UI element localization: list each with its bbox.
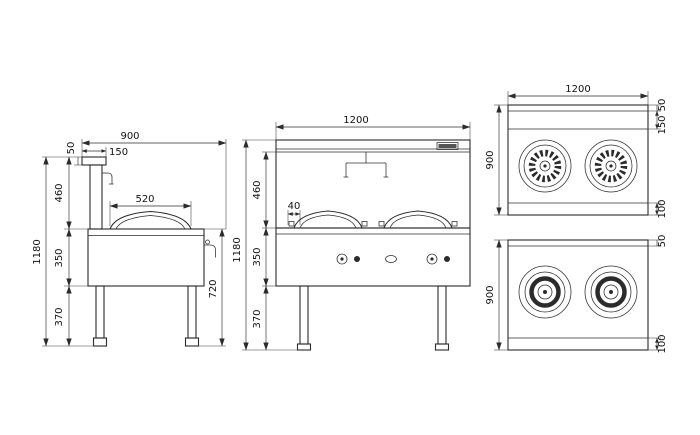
leg [437, 285, 447, 345]
leg [299, 285, 309, 345]
wok-right [383, 210, 453, 229]
burner-head-right [584, 265, 638, 319]
dim-label-width: 1200 [343, 115, 368, 126]
adjustable-foot [92, 337, 108, 347]
plan-outline [507, 104, 649, 216]
dim-label-width: 1200 [565, 84, 590, 95]
brand-plate-label [438, 144, 457, 148]
side-view-dimensions: 900 150 50 1180 460 350 370 520 [32, 131, 227, 347]
control-knob [444, 256, 450, 262]
dim-label-depth: 900 [120, 131, 139, 142]
front-view-outline [275, 139, 471, 351]
dim-label-rim-offset: 40 [288, 201, 301, 212]
dim-label-body-height: 350 [54, 248, 65, 267]
dim-label-rear-ledge: 50 [657, 99, 668, 112]
top-view-b-outline [507, 239, 649, 351]
plan-outline [507, 239, 649, 351]
pilot-plate [385, 255, 397, 263]
stove-body [87, 228, 205, 287]
rear-shelf [81, 156, 107, 166]
top-view-b-dimensions: 900 50 100 [485, 235, 668, 354]
dim-label-leg-height: 370 [54, 307, 65, 326]
top-view-a-dimensions: 1200 900 50 150 100 [485, 84, 668, 219]
top-view-b: 900 50 100 [485, 235, 668, 354]
dim-label-splash-zone: 150 [657, 115, 668, 134]
dim-label-rear-ledge: 50 [657, 235, 668, 248]
knob-dot [340, 257, 344, 261]
dim-label-shelf-depth: 150 [109, 147, 128, 158]
front-view-dimensions: 1200 1180 460 350 370 40 [232, 115, 471, 351]
front-tap [204, 244, 216, 258]
dim-label-depth: 900 [485, 150, 496, 169]
top-view-a: 1200 900 50 150 100 [485, 84, 668, 219]
backsplash-column [89, 164, 103, 230]
back-panel [275, 139, 471, 229]
dim-label-shelf-height: 50 [66, 142, 77, 155]
dim-label-depth: 900 [485, 285, 496, 304]
dim-label-upper-height: 460 [54, 183, 65, 202]
burner-head-left [518, 265, 572, 319]
wok-handle [361, 221, 368, 227]
knob-dot [430, 257, 434, 261]
tap-handle [205, 239, 210, 245]
leg [187, 285, 197, 339]
control-knob [336, 253, 348, 265]
dim-label-upper-height: 460 [252, 180, 263, 199]
side-view: 900 150 50 1180 460 350 370 520 [32, 131, 227, 347]
control-knob [426, 253, 438, 265]
top-view-a-outline [507, 104, 649, 216]
dim-label-worktop-height: 720 [208, 279, 219, 298]
control-knob [354, 256, 360, 262]
dim-label-leg-height: 370 [252, 309, 263, 328]
stove-body [275, 227, 471, 287]
burner-grate-left [518, 139, 572, 193]
wok-left-inner [299, 214, 357, 229]
dim-label-front-ledge: 100 [657, 199, 668, 218]
wok-right-inner [389, 214, 447, 229]
wok-left [293, 210, 363, 229]
dim-label-front-ledge: 100 [657, 334, 668, 353]
wok-handle [378, 221, 385, 227]
wok-handle [288, 221, 295, 227]
burner-grate-right [584, 139, 638, 193]
dim-label-overall-height: 1180 [232, 237, 243, 262]
front-view: 1200 1180 460 350 370 40 [232, 115, 471, 351]
dim-label-overall-height: 1180 [32, 239, 43, 264]
side-view-outline [81, 156, 216, 347]
adjustable-foot [184, 337, 200, 347]
wok-profile [109, 210, 192, 230]
leg [95, 285, 105, 339]
dim-label-body-height: 350 [252, 247, 263, 266]
brand-plate [436, 142, 459, 150]
wok-profile-inner [115, 215, 186, 230]
rear-faucet [102, 172, 113, 184]
dim-label-wok-opening: 520 [135, 194, 154, 205]
adjustable-foot [296, 343, 312, 351]
wok-handle [451, 221, 458, 227]
adjustable-foot [434, 343, 450, 351]
